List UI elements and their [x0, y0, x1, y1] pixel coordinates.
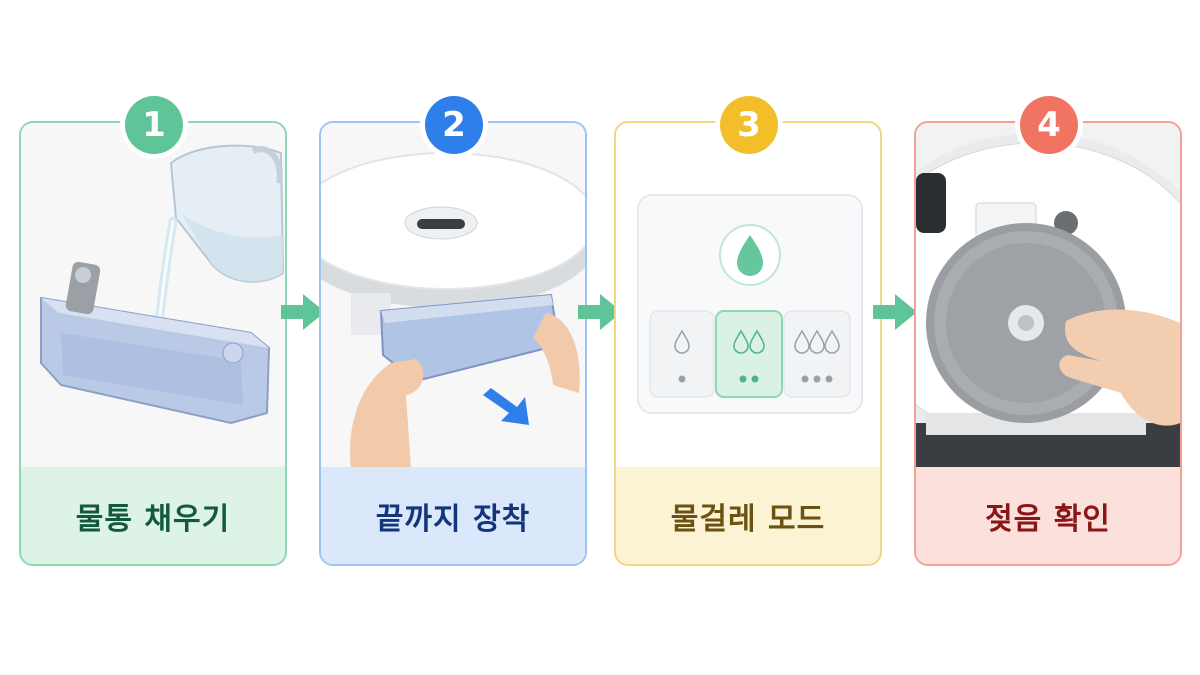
step-label-3: 물걸레 모드 — [616, 467, 880, 564]
step-badge-3: 3 — [720, 96, 778, 154]
water-tank-icon — [40, 296, 271, 425]
mode-option-medium[interactable] — [715, 310, 783, 398]
step-card-4: 젖음 확인 — [914, 121, 1182, 566]
step-badge-1: 1 — [125, 96, 183, 154]
check-mop-wet-illustration — [916, 123, 1180, 469]
robot-insert-tank-illustration — [321, 123, 585, 469]
mode-option-low[interactable] — [649, 310, 715, 398]
mode-option-high[interactable] — [783, 310, 851, 398]
mop-mode-panel-illustration — [616, 123, 880, 469]
step-label-4: 젖음 확인 — [916, 467, 1180, 564]
step-card-2: 끝까지 장착 — [319, 121, 587, 566]
step-card-1: 물통 채우기 — [19, 121, 287, 566]
step-label-2: 끝까지 장착 — [321, 467, 585, 564]
arrow-right-icon — [578, 294, 622, 330]
water-tank-fill-illustration — [21, 123, 285, 469]
step-card-3: 물걸레 모드 — [614, 121, 882, 566]
robot-vacuum-icon — [321, 152, 585, 335]
step-badge-4: 4 — [1020, 96, 1078, 154]
hands-icon — [350, 313, 580, 469]
arrow-right-icon — [281, 294, 325, 330]
step-label-1: 물통 채우기 — [21, 467, 285, 564]
step-badge-2: 2 — [425, 96, 483, 154]
tank-cap-icon — [65, 261, 101, 315]
water-tank-icon — [379, 293, 561, 383]
water-pitcher-icon — [169, 144, 285, 283]
water-drop-icon — [737, 235, 763, 276]
hand-icon — [1059, 309, 1180, 426]
arrow-right-icon — [873, 294, 917, 330]
arrow-down-right-icon — [483, 388, 529, 425]
